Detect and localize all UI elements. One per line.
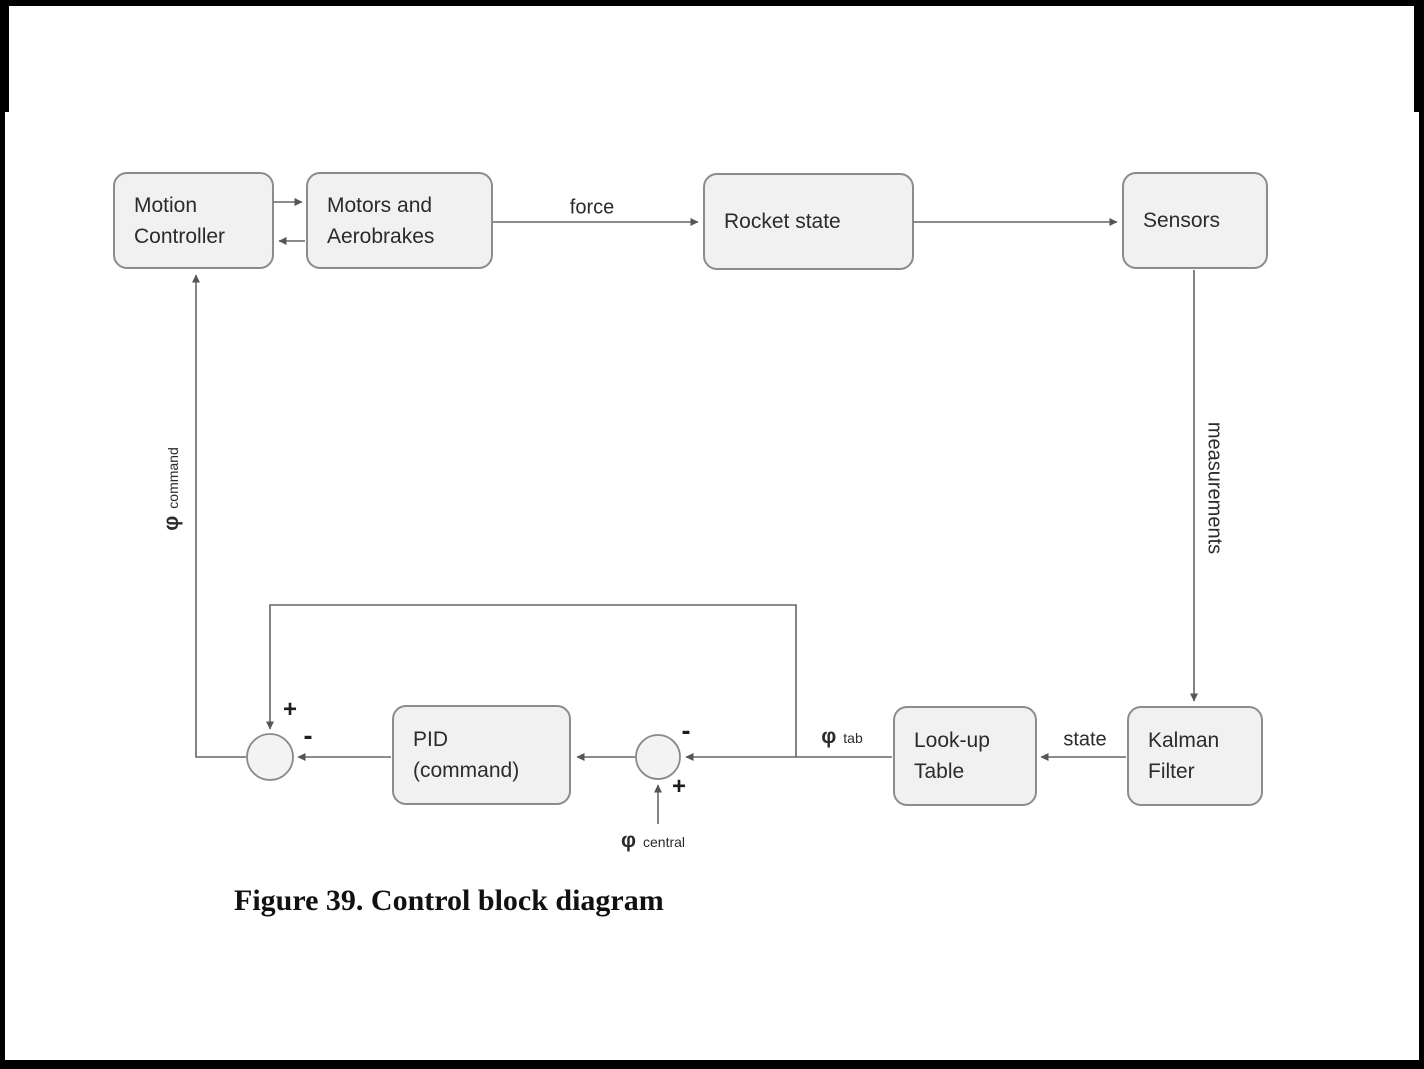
edge-label-phi-command: φ command: [160, 447, 184, 531]
edge-label-phi-central: φ central: [621, 829, 685, 853]
page-border-notch-left: [0, 0, 9, 112]
node-motion-controller: Motion Controller: [113, 172, 274, 269]
figure-caption: Figure 39. Control block diagram: [234, 884, 664, 917]
phi-central-subscript: central: [643, 834, 686, 850]
phi-symbol: φ: [620, 829, 636, 852]
left-sum-junction: [246, 733, 294, 781]
page-border-bottom: [0, 1060, 1424, 1069]
node-kalman-filter: Kalman Filter: [1127, 706, 1263, 806]
phi-symbol: φ: [821, 725, 837, 748]
page-border-notch-right: [1414, 0, 1424, 112]
edge-label-force: force: [570, 197, 614, 220]
right-sum-minus-sign: -: [681, 715, 691, 746]
left-sum-plus-sign: +: [282, 696, 298, 723]
node-lookup-table: Look-up Table: [893, 706, 1037, 806]
edge-left-sum-to-controller-phi-command: [192, 274, 246, 758]
page-border-top: [0, 0, 1424, 6]
measurements-label-text: measurements: [1203, 421, 1226, 555]
node-pid: PID (command): [392, 705, 571, 805]
left-sum-minus-sign: -: [303, 720, 313, 751]
edge-feedback-to-left-sum: [266, 604, 797, 757]
edge-label-measurements: measurements: [1203, 422, 1226, 554]
node-motors-aerobrakes: Motors and Aerobrakes: [306, 172, 493, 269]
right-sum-junction: [635, 734, 681, 780]
page-border-left: [0, 0, 5, 1069]
node-rocket-state: Rocket state: [703, 173, 914, 270]
edge-label-state: state: [1063, 729, 1106, 752]
right-sum-plus-sign: +: [671, 773, 687, 800]
force-label-text: force: [569, 196, 615, 219]
page-border-right: [1419, 0, 1424, 1069]
phi-command-subscript: command: [165, 447, 181, 509]
edge-label-phi-tab: φ tab: [821, 725, 863, 749]
phi-symbol: φ: [160, 515, 183, 531]
state-label-text: state: [1063, 728, 1107, 751]
node-sensors: Sensors: [1122, 172, 1268, 269]
phi-tab-subscript: tab: [843, 730, 863, 746]
